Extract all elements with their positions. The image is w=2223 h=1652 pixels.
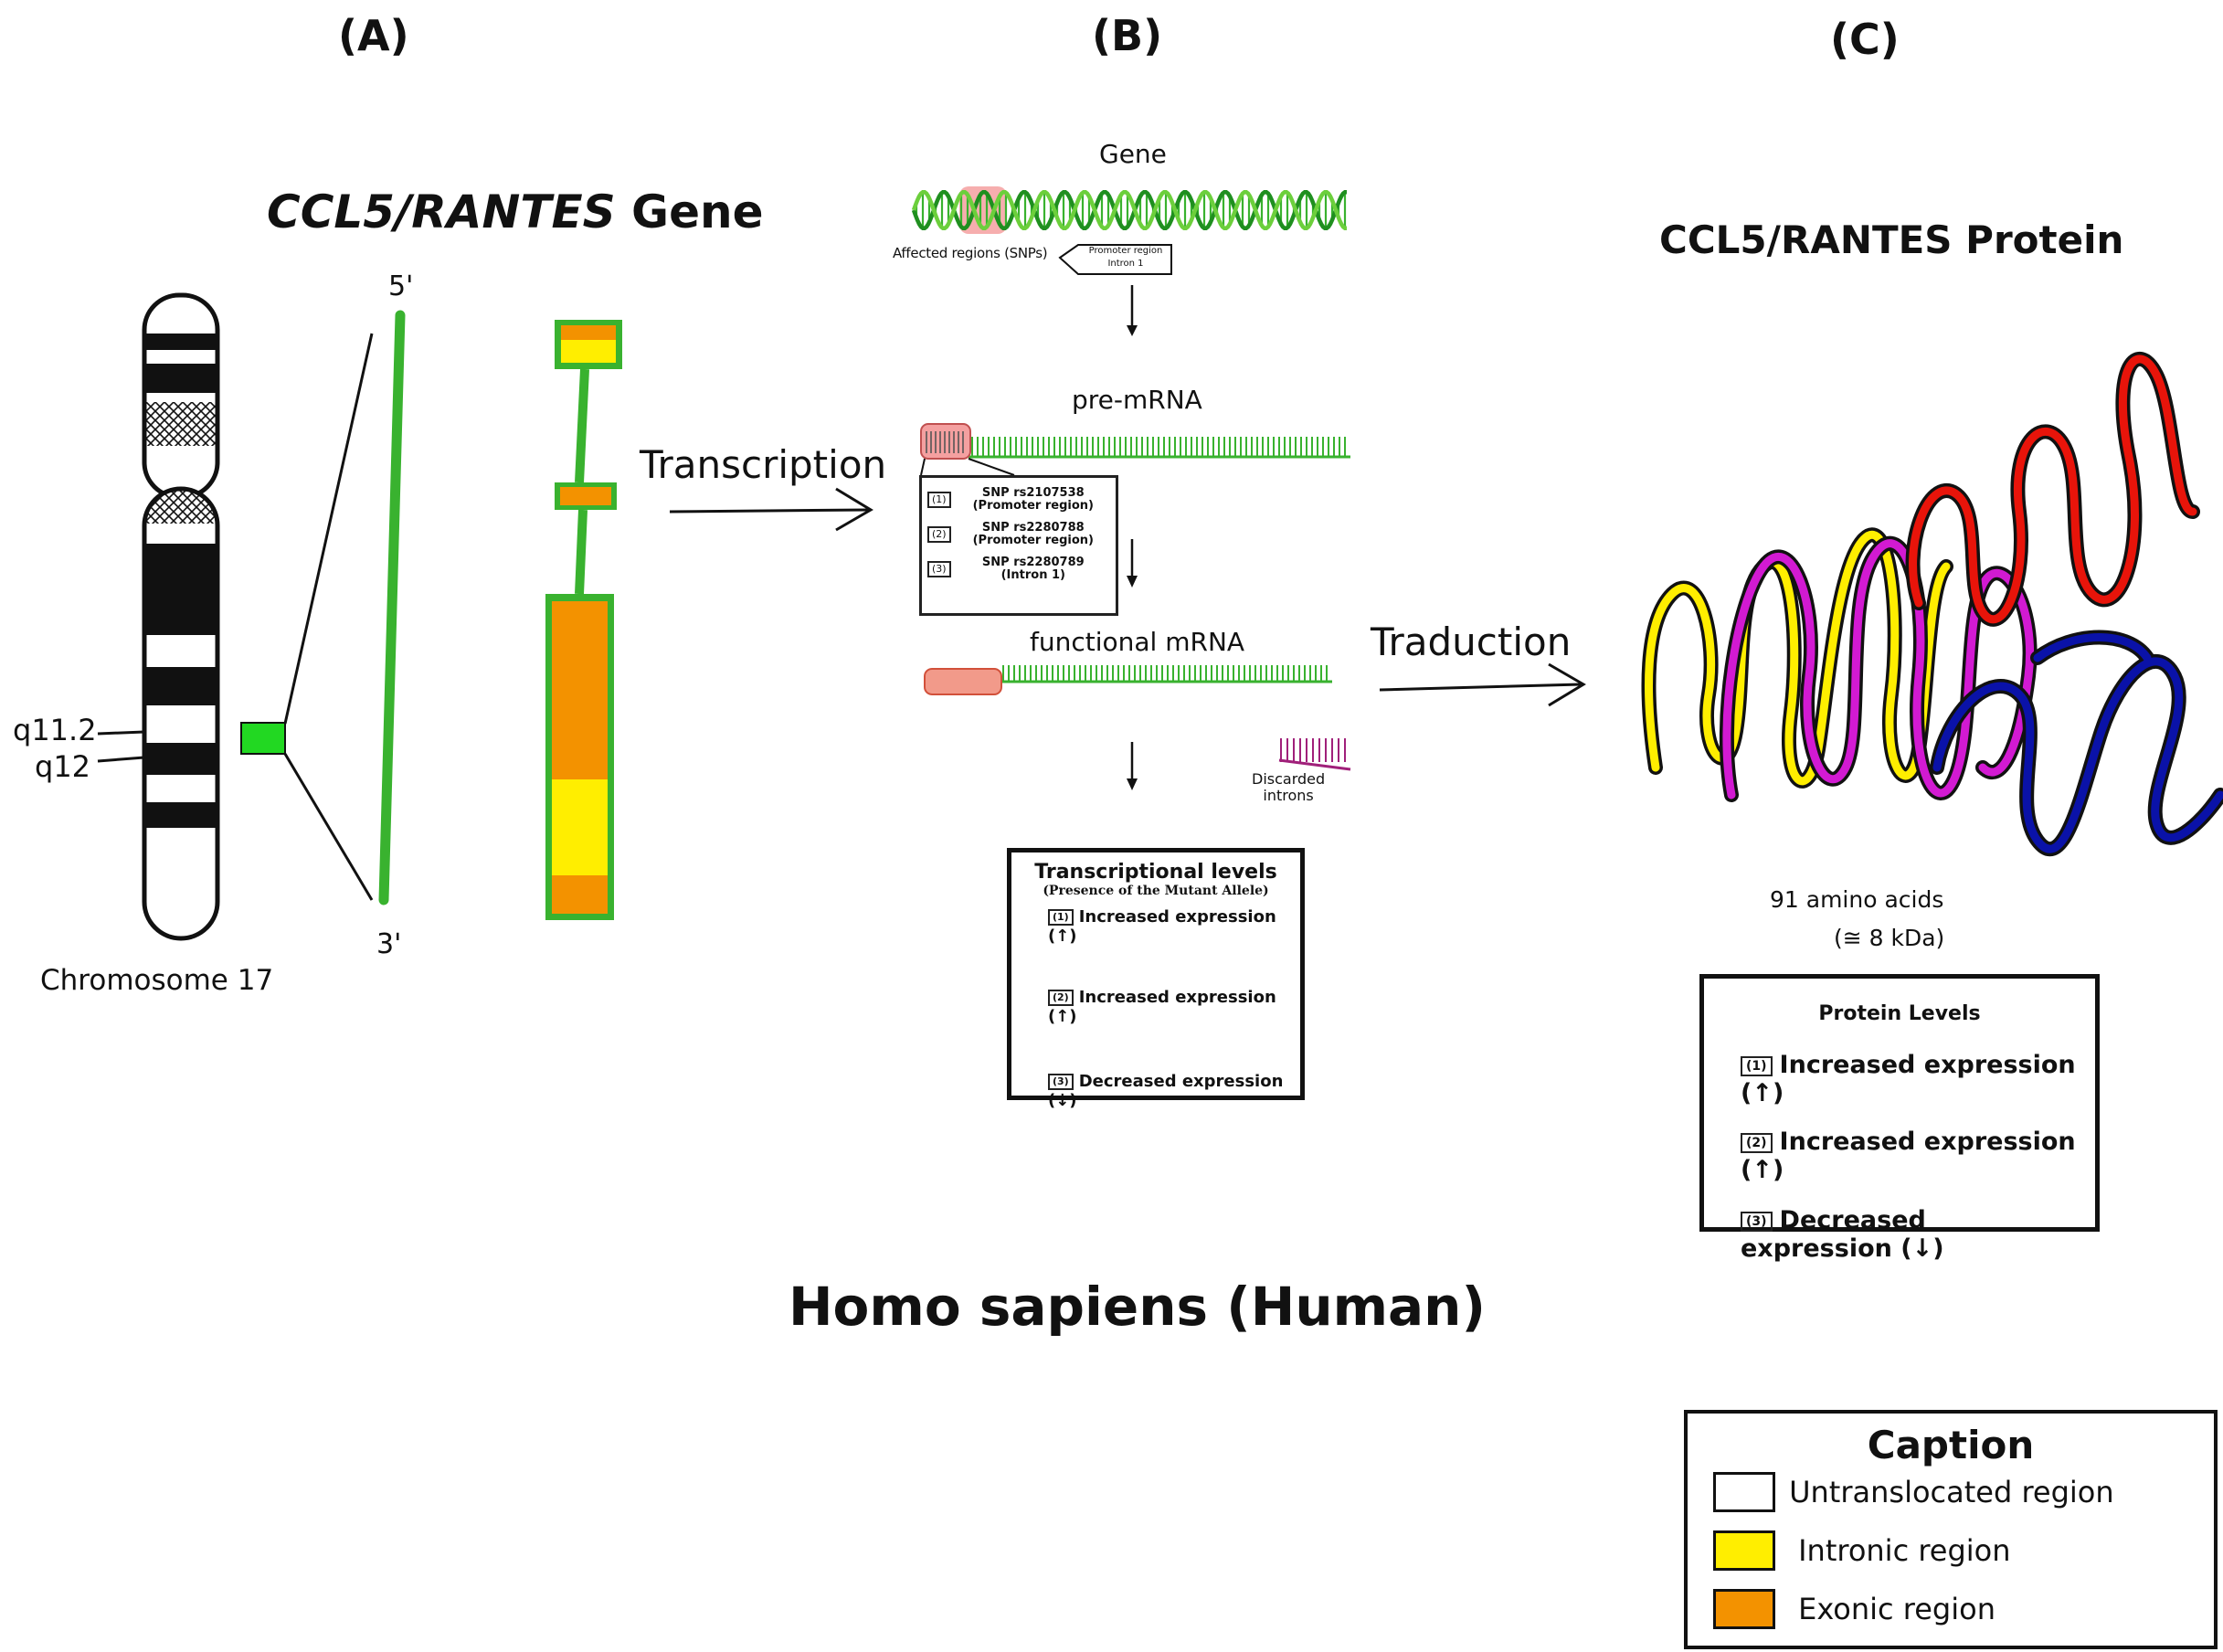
protein-text-3: Decreased expression (↓): [1741, 1206, 1944, 1263]
five-prime-label: 5': [388, 270, 414, 302]
functional-mrna-label: functional mRNA: [1030, 627, 1245, 657]
snp-name-3: SNP rs2280789: [981, 556, 1085, 569]
caption-label-exonic: Exonic region: [1798, 1592, 1995, 1626]
transcriptional-item-2: (2)Increased expression (↑): [1048, 988, 1291, 1026]
transcriptional-title: Transcriptional levels: [1034, 861, 1277, 884]
snp-num-3: (3): [927, 561, 951, 577]
transcription-label: Transcription: [640, 442, 887, 487]
protein-text-1: Increased expression (↑): [1741, 1051, 2076, 1107]
chromosome-q-arm: [144, 489, 217, 938]
gene-title-italic: CCL5/RANTES: [267, 185, 616, 238]
yellow-chain: [1641, 527, 1953, 789]
gene-line: [378, 310, 406, 905]
snp-region-3: (Intron 1): [1000, 568, 1065, 582]
snp-num-2: (2): [927, 526, 951, 543]
footer-title: Homo sapiens (Human): [789, 1276, 1486, 1338]
transcriptional-item-1: (1)Increased expression (↑): [1048, 907, 1291, 946]
affected-callout: Promoter region Intron 1: [1084, 245, 1168, 270]
transcriptional-num-1: (1): [1048, 909, 1074, 926]
caption-swatch-exonic: [1713, 1589, 1775, 1629]
caption-title: Caption: [1867, 1423, 2035, 1467]
snp-name-1: SNP rs2107538: [981, 486, 1085, 500]
caption-item-1: Untranslocated region: [1713, 1472, 2114, 1512]
protein-num-1: (1): [1741, 1055, 1773, 1076]
snp-num-1: (1): [927, 492, 951, 508]
caption-item-3: Exonic region: [1713, 1589, 1995, 1629]
discarded-introns: [1278, 738, 1351, 771]
transcriptional-text-3: Decreased expression (↓): [1048, 1072, 1284, 1110]
transcriptional-text-1: Increased expression (↑): [1048, 907, 1276, 946]
traduction-label: Traduction: [1371, 620, 1572, 664]
caption-label-untranslocated: Untranslocated region: [1789, 1475, 2114, 1509]
callout-promoter: Promoter region: [1088, 246, 1163, 256]
kda-label: (≅ 8 kDa): [1834, 925, 1945, 951]
transcriptional-num-3: (3): [1048, 1074, 1074, 1090]
snp-item-1: (1) SNP rs2107538 (Promoter region): [927, 487, 1110, 513]
panel-label-c: (C): [1830, 15, 1900, 64]
snp-region-1: (Promoter region): [972, 499, 1094, 513]
panel-label-a: (A): [338, 11, 409, 60]
gene-title-rest: Gene: [615, 185, 764, 238]
protein-text-2: Increased expression (↑): [1741, 1128, 2076, 1184]
protein-item-3: (3)Decreased expression (↓): [1741, 1206, 2086, 1263]
affected-regions-label: Affected regions (SNPs): [893, 245, 1048, 261]
protein-levels-box: Protein Levels (1)Increased expression (…: [1699, 974, 2100, 1263]
protein-title: CCL5/RANTES Protein: [1659, 217, 2124, 262]
caption-box: Caption Untranslocated region Intronic r…: [1684, 1410, 2218, 1649]
gene-title: CCL5/RANTES Gene: [267, 185, 764, 238]
magenta-chain: [1719, 535, 2038, 802]
band-label-q112: q11.2: [13, 713, 97, 747]
transcriptional-item-3: (3)Decreased expression (↓): [1048, 1072, 1291, 1110]
transcriptional-subtitle: (Presence of the Mutant Allele): [1043, 884, 1269, 898]
protein-levels-title: Protein Levels: [1818, 1002, 1981, 1025]
snp-item-2: (2) SNP rs2280788 (Promoter region): [927, 522, 1110, 547]
transcriptional-text-2: Increased expression (↑): [1048, 988, 1276, 1026]
discarded-introns-label: Discarded introns: [1252, 771, 1325, 804]
snp-item-3: (3) SNP rs2280789 (Intron 1): [927, 556, 1110, 582]
amino-acids-label: 91 amino acids: [1770, 886, 1944, 913]
discarded-line-1: Discarded: [1252, 770, 1326, 788]
functional-mrna-strand: [924, 665, 1332, 695]
pre-mrna-strand: [920, 423, 1350, 460]
dna-helix: [911, 186, 1347, 234]
chromosome-label: Chromosome 17: [40, 964, 274, 997]
transcriptional-levels-box: Transcriptional levels (Presence of the …: [1007, 848, 1305, 1110]
callout-intron: Intron 1: [1107, 259, 1144, 269]
panel-label-b: (B): [1092, 11, 1163, 60]
gene-dna-label: Gene: [1099, 139, 1167, 169]
red-chain: [1905, 352, 2200, 627]
three-prime-label: 3': [376, 928, 402, 960]
caption-item-2: Intronic region: [1713, 1530, 2011, 1571]
band-label-q12: q12: [35, 749, 91, 784]
blue-chain: [1930, 630, 2223, 856]
caption-label-intronic: Intronic region: [1798, 1533, 2011, 1568]
caption-swatch-untranslocated: [1713, 1472, 1775, 1512]
protein-item-2: (2)Increased expression (↑): [1741, 1128, 2086, 1184]
chromosome-p-arm: [144, 295, 217, 497]
transcriptional-num-2: (2): [1048, 990, 1074, 1006]
discarded-line-2: introns: [1263, 787, 1314, 804]
gene-structure: [545, 320, 622, 920]
snp-name-2: SNP rs2280788: [981, 521, 1085, 535]
caption-swatch-intronic: [1713, 1530, 1775, 1571]
gene-locus-marker: [240, 722, 286, 755]
pre-mrna-label: pre-mRNA: [1072, 385, 1202, 415]
protein-num-2: (2): [1741, 1132, 1773, 1153]
protein-num-3: (3): [1741, 1211, 1773, 1232]
snp-region-2: (Promoter region): [972, 534, 1094, 547]
protein-item-1: (1)Increased expression (↑): [1741, 1051, 2086, 1107]
snp-box: (1) SNP rs2107538 (Promoter region) (2) …: [919, 475, 1118, 616]
